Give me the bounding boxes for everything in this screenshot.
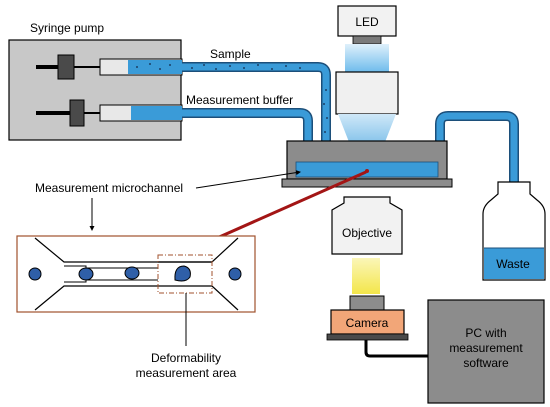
deformability-label-line1: Deformability bbox=[151, 351, 221, 365]
objective-light-path bbox=[352, 258, 380, 294]
camera-label: Camera bbox=[346, 316, 389, 330]
waste-tube bbox=[435, 111, 519, 254]
condenser-lens bbox=[335, 71, 399, 115]
camera-icon: Camera bbox=[326, 295, 409, 341]
buffer-tube bbox=[182, 108, 313, 162]
measurement-buffer-label: Measurement buffer bbox=[186, 93, 293, 107]
objective-lens-icon: Objective bbox=[331, 196, 403, 255]
led-light-beam bbox=[345, 44, 389, 72]
deformability-label-line2: measurement area bbox=[136, 366, 237, 380]
led-icon: LED bbox=[337, 5, 397, 45]
objective-label: Objective bbox=[342, 226, 392, 240]
cell-icon bbox=[28, 265, 242, 282]
pc-label-line3: software bbox=[463, 356, 509, 370]
syringe-pump: Syringe pump bbox=[8, 21, 183, 141]
microchannel-pointer-line bbox=[195, 170, 301, 189]
sample-label: Sample bbox=[210, 47, 251, 61]
sample-tube bbox=[182, 62, 331, 162]
camera-cable bbox=[364, 340, 430, 358]
syringe-pump-label: Syringe pump bbox=[30, 21, 104, 35]
pc-label-line2: measurement bbox=[449, 341, 523, 355]
pc-label-line1: PC with bbox=[465, 326, 506, 340]
measurement-microchannel-label: Measurement microchannel bbox=[35, 181, 183, 195]
led-label: LED bbox=[355, 15, 379, 29]
computer-icon: PC with measurement software bbox=[427, 299, 545, 404]
microchannel-closeup bbox=[16, 235, 256, 313]
condenser-light-cone bbox=[338, 114, 396, 165]
deformability-area-box bbox=[157, 254, 213, 294]
sample-particles bbox=[136, 63, 328, 147]
microfluidic-chip bbox=[281, 140, 453, 188]
waste-bottle-icon: Waste bbox=[482, 181, 546, 281]
syringe-icon bbox=[36, 54, 183, 127]
waste-label: Waste bbox=[496, 257, 530, 271]
